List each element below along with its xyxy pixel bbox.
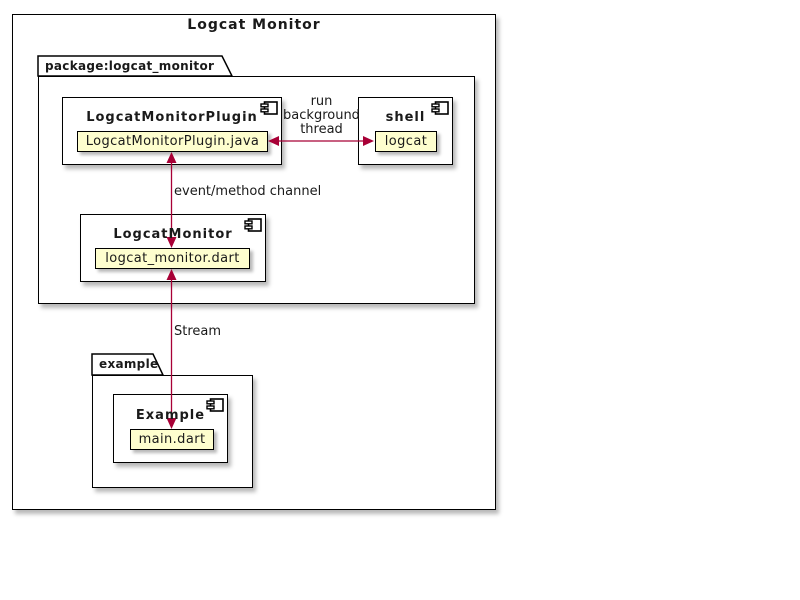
artifact-logcat-monitor-dart: logcat_monitor.dart [95, 248, 250, 269]
artifact-logcat: logcat [375, 131, 437, 152]
artifact-logcat-monitor-plugin-java: LogcatMonitorPlugin.java [77, 131, 268, 152]
component-icon [244, 218, 262, 232]
package-example-label: example [99, 357, 159, 371]
component-icon [206, 398, 224, 412]
diagram-title: Logcat Monitor [187, 17, 321, 33]
component-example-name: Example [135, 408, 206, 423]
component-shell [358, 97, 453, 165]
package-logcat-monitor-label: package:logcat_monitor [45, 59, 215, 73]
artifact-main-dart: main.dart [130, 429, 214, 450]
component-logcat-monitor-plugin-name: LogcatMonitorPlugin [86, 110, 258, 125]
edge-label-event-method-channel: event/method channel [174, 184, 322, 199]
component-icon [431, 101, 449, 115]
edge-label-run-background-thread: run background thread [283, 94, 360, 137]
component-shell-name: shell [385, 110, 426, 125]
component-icon [260, 101, 278, 115]
edge-label-stream: Stream [174, 324, 222, 339]
component-logcat-monitor-name: LogcatMonitor [113, 227, 233, 242]
